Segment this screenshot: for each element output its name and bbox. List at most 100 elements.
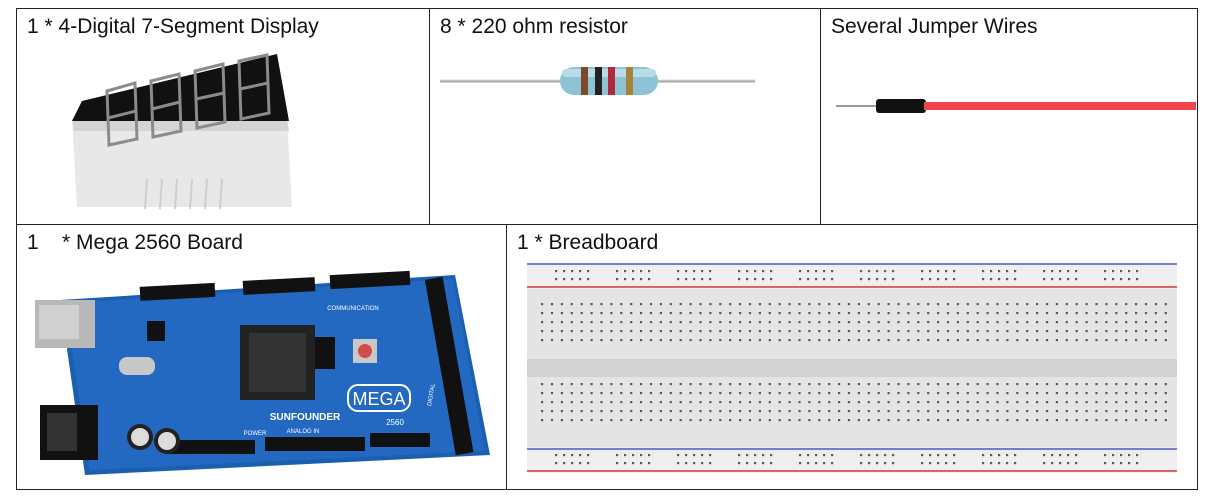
breadboard-hole [748, 330, 752, 333]
breadboard-hole [754, 454, 757, 457]
breadboard-hole [937, 392, 940, 395]
breadboard-hole [1164, 330, 1167, 333]
breadboard-hole [798, 330, 801, 333]
breadboard-hole [945, 270, 948, 273]
breadboard-hole [624, 454, 627, 457]
breadboard-hole [998, 454, 1001, 457]
breadboard-hole [630, 392, 633, 395]
breadboard-hole [857, 303, 860, 306]
breadboard-hole [986, 410, 989, 413]
breadboard-hole [927, 312, 930, 315]
breadboard-hole [808, 339, 811, 342]
breadboard-hole [808, 401, 811, 404]
breadboard-hole [956, 339, 959, 342]
breadboard-hole [1125, 339, 1128, 342]
breadboard-hole [1154, 383, 1157, 386]
breadboard-hole [1095, 410, 1098, 413]
breadboard-hole [884, 270, 887, 273]
breadboard-hole [587, 270, 590, 273]
breadboard-hole [1154, 339, 1157, 342]
breadboard-hole [555, 270, 558, 273]
breadboard-hole [1144, 330, 1148, 333]
breadboard-hole [571, 454, 574, 457]
breadboard-hole [877, 312, 880, 315]
breadboard-hole [640, 454, 643, 457]
breadboard-hole [867, 339, 870, 342]
breadboard-hole [570, 401, 573, 404]
breadboard-hole [610, 330, 613, 333]
breadboard-hole [1095, 401, 1098, 404]
breadboard-hole [580, 401, 583, 404]
breadboard-hole [847, 392, 851, 395]
breadboard-hole [1085, 419, 1088, 422]
breadboard-hole [1104, 278, 1107, 281]
breadboard-hole [570, 392, 573, 395]
breadboard-hole [770, 462, 773, 465]
breadboard-hole [762, 278, 765, 281]
breadboard-hole [937, 270, 940, 273]
breadboard-hole [587, 454, 590, 457]
breadboard-hole [838, 312, 841, 315]
breadboard-hole [746, 278, 749, 281]
breadboard-hole [1014, 278, 1017, 281]
breadboard-hole [1105, 312, 1108, 315]
breadboard-hole [1075, 278, 1078, 281]
breadboard-hole [1085, 401, 1088, 404]
breadboard-hole [788, 419, 791, 422]
breadboard-hole [1115, 419, 1118, 422]
breadboard-hole [610, 312, 613, 315]
breadboard-hole [828, 339, 831, 342]
breadboard-hole [541, 392, 544, 395]
breadboard-hole [907, 383, 910, 386]
breadboard-hole [976, 330, 979, 333]
breadboard-hole [857, 401, 860, 404]
component-label: 1 * Breadboard [517, 231, 659, 254]
breadboard-hole [649, 392, 653, 395]
breadboard-hole [897, 392, 900, 395]
breadboard-hole [762, 270, 765, 273]
breadboard-hole [709, 270, 712, 273]
breadboard-hole [1085, 392, 1088, 395]
breadboard-hole [630, 410, 633, 413]
breadboard-hole [1095, 312, 1098, 315]
breadboard-hole [799, 454, 802, 457]
breadboard-hole [689, 303, 692, 306]
breadboard-hole [1125, 410, 1128, 413]
breadboard-hole [877, 339, 880, 342]
breadboard-hole [937, 401, 940, 404]
breadboard-hole [560, 312, 563, 315]
breadboard-hole [798, 410, 801, 413]
breadboard-hole [550, 330, 554, 333]
breadboard-hole [907, 303, 910, 306]
breadboard-hole [1085, 312, 1088, 315]
breadboard-hole [748, 383, 752, 386]
breadboard-hole [1075, 454, 1078, 457]
breadboard-hole [1144, 303, 1148, 306]
breadboard-hole [624, 278, 627, 281]
breadboard-hole [1065, 410, 1068, 413]
breadboard-hole [1055, 321, 1058, 324]
breadboard-hole [1120, 278, 1123, 281]
breadboard-hole [580, 312, 583, 315]
breadboard-hole [1144, 321, 1148, 324]
breadboard-hole [831, 462, 834, 465]
breadboard-hole [590, 419, 593, 422]
breadboard-hole [729, 383, 732, 386]
breadboard-hole [630, 419, 633, 422]
breadboard-hole [1164, 401, 1167, 404]
breadboard-hole [689, 401, 692, 404]
breadboard-hole [669, 383, 672, 386]
breadboard-hole [876, 270, 879, 273]
breadboard-hole [640, 339, 643, 342]
breadboard-hole [555, 278, 558, 281]
breadboard-hole [640, 278, 643, 281]
breadboard-hole [640, 392, 643, 395]
breadboard-hole [956, 330, 959, 333]
breadboard-hole [1016, 383, 1019, 386]
breadboard-hole [996, 419, 999, 422]
breadboard-hole [818, 312, 821, 315]
breadboard-hole [719, 401, 722, 404]
breadboard-hole [982, 278, 985, 281]
breadboard-hole [689, 321, 692, 324]
breadboard-hole [610, 339, 613, 342]
